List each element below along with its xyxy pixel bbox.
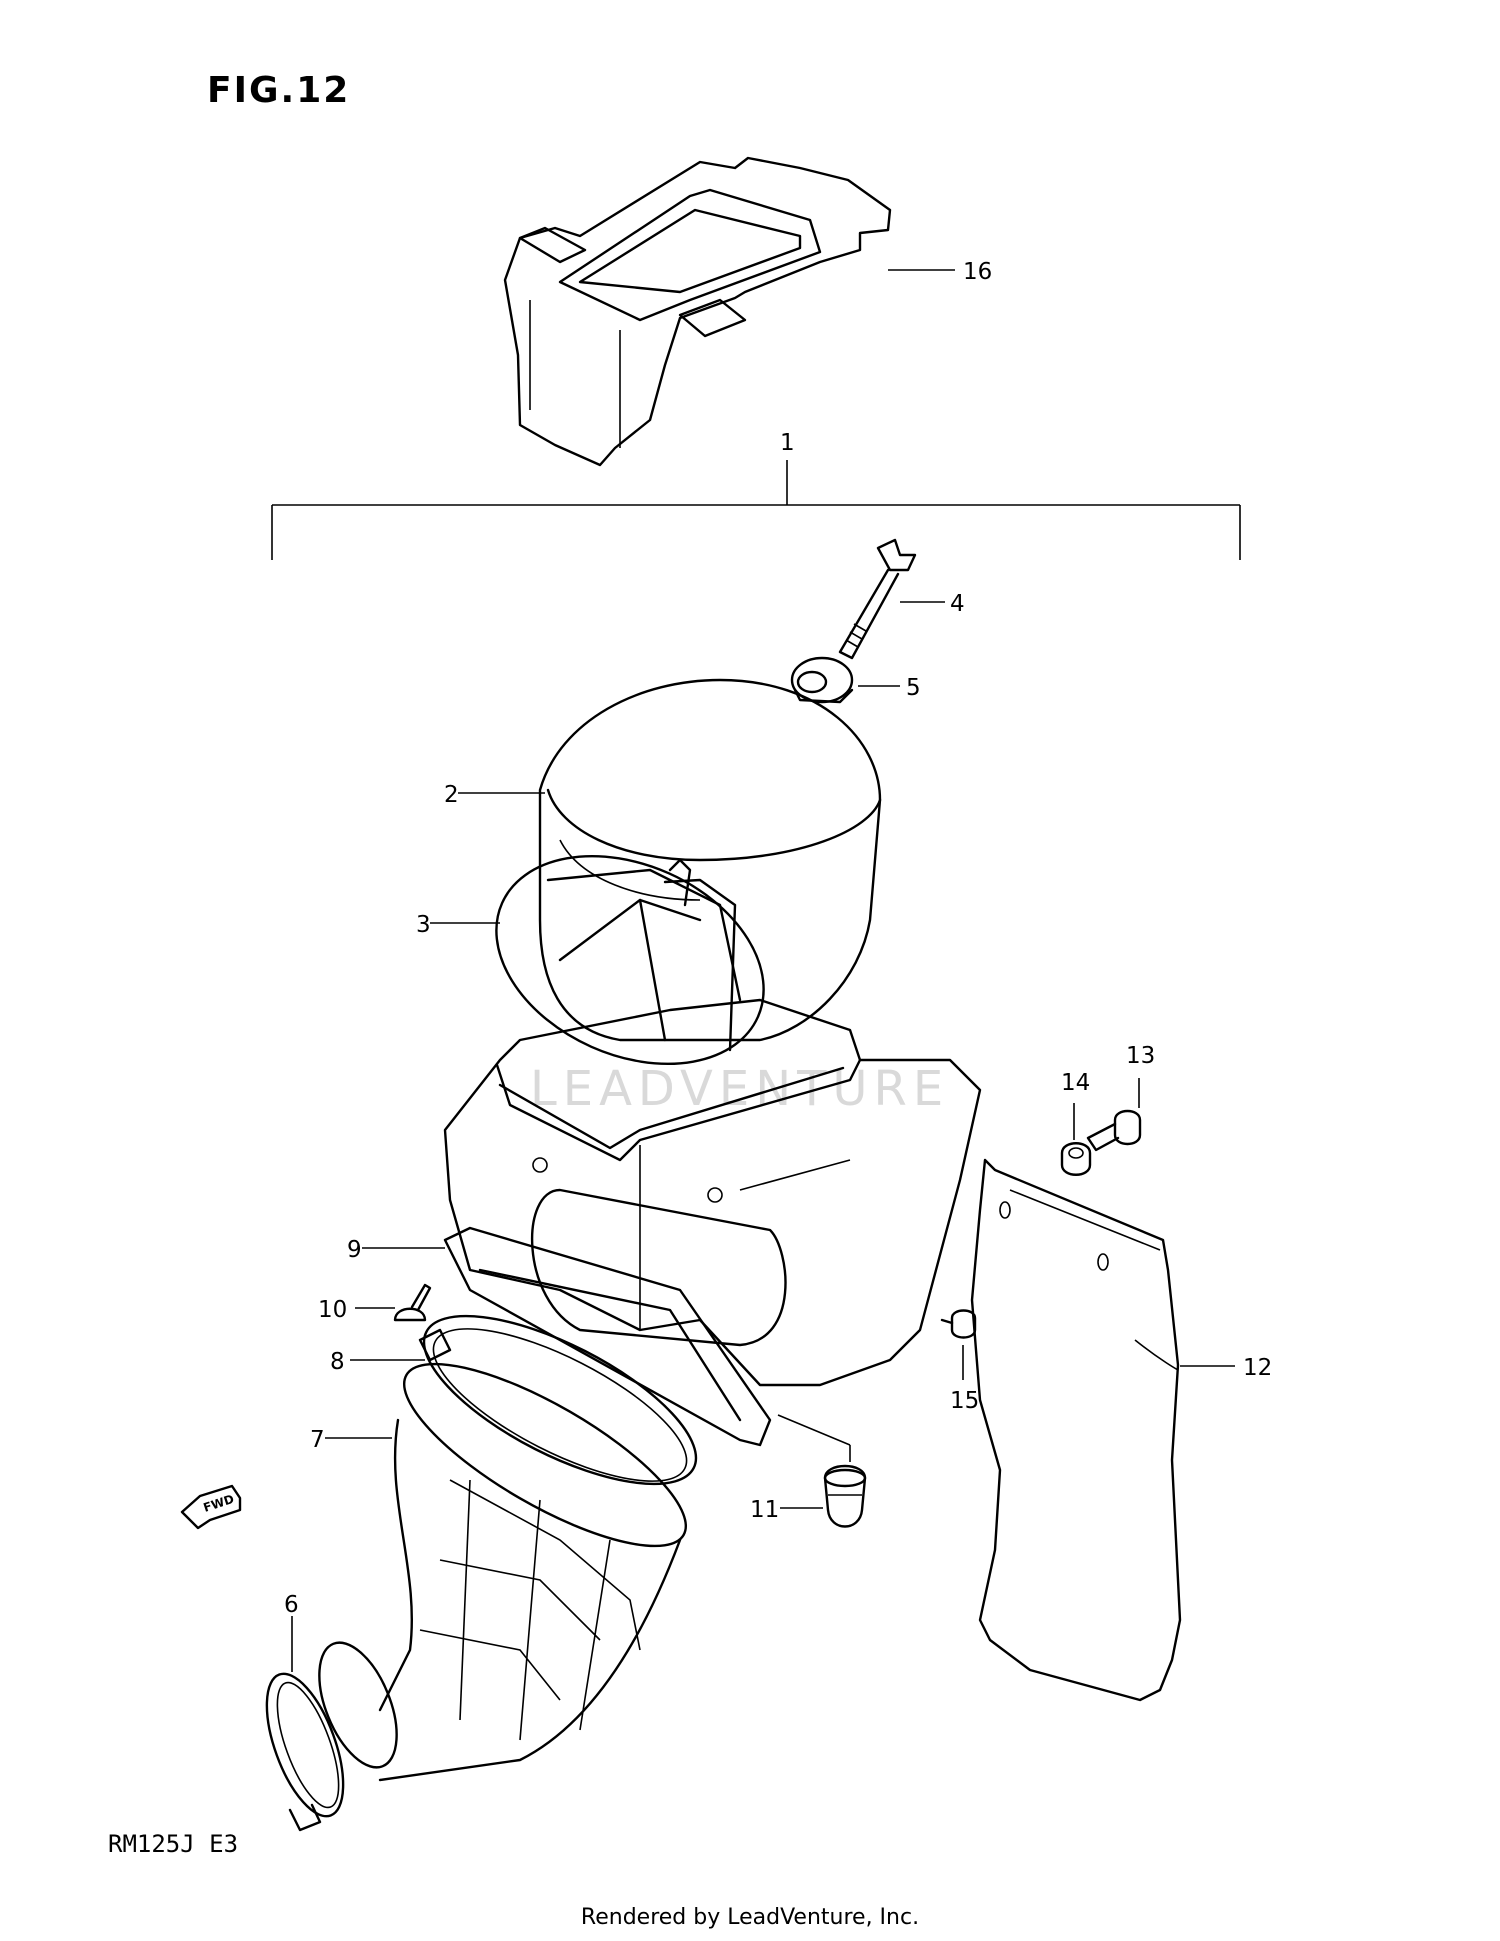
callout-11: 11 — [750, 1497, 779, 1523]
air-cleaner-case[interactable] — [443, 998, 982, 1387]
assembly-bracket — [271, 460, 1241, 560]
part-3-filter-cage[interactable] — [463, 816, 796, 1103]
render-credit: Rendered by LeadVenture, Inc. — [580, 1905, 920, 1930]
callout-3: 3 — [416, 912, 431, 938]
callout-5: 5 — [906, 675, 921, 701]
watermark-text: LEADVENTURE — [530, 1061, 949, 1117]
part-7-intake-boot[interactable] — [378, 1332, 709, 1782]
part-11-drain-plug[interactable] — [823, 1464, 867, 1528]
part-9-flange[interactable] — [443, 1226, 772, 1447]
part-2-filter-element[interactable] — [538, 678, 882, 1042]
callout-12: 12 — [1243, 1355, 1272, 1381]
callout-8: 8 — [330, 1349, 345, 1375]
part-14-nut[interactable] — [1060, 1142, 1092, 1176]
callout-13: 13 — [1126, 1043, 1155, 1069]
callout-4: 4 — [950, 591, 965, 617]
callout-1: 1 — [780, 430, 795, 456]
part-12-intake-duct[interactable] — [970, 1158, 1182, 1702]
model-code: RM125J E3 — [108, 1830, 239, 1858]
callout-2: 2 — [444, 782, 459, 808]
callout-15: 15 — [950, 1388, 979, 1414]
callout-9: 9 — [347, 1237, 362, 1263]
callout-10: 10 — [318, 1297, 347, 1323]
callout-7: 7 — [310, 1427, 325, 1453]
part-16-air-cleaner-cover[interactable] — [503, 156, 892, 467]
callout-16: 16 — [963, 259, 992, 285]
part-15-bolt[interactable] — [940, 1309, 977, 1339]
part-13-bolt[interactable] — [1086, 1109, 1142, 1152]
figure-title: FIG.12 — [207, 70, 351, 111]
callout-6: 6 — [284, 1592, 299, 1618]
callout-14: 14 — [1061, 1070, 1090, 1096]
part-6-hose-clamp[interactable] — [251, 1632, 412, 1832]
fwd-label: FWD — [202, 1492, 236, 1515]
part-4-wing-bolt[interactable] — [838, 538, 917, 660]
part-10-screw[interactable] — [393, 1283, 432, 1322]
part-8-clamp[interactable] — [401, 1283, 718, 1517]
fwd-arrow-icon: FWD — [180, 1484, 242, 1530]
